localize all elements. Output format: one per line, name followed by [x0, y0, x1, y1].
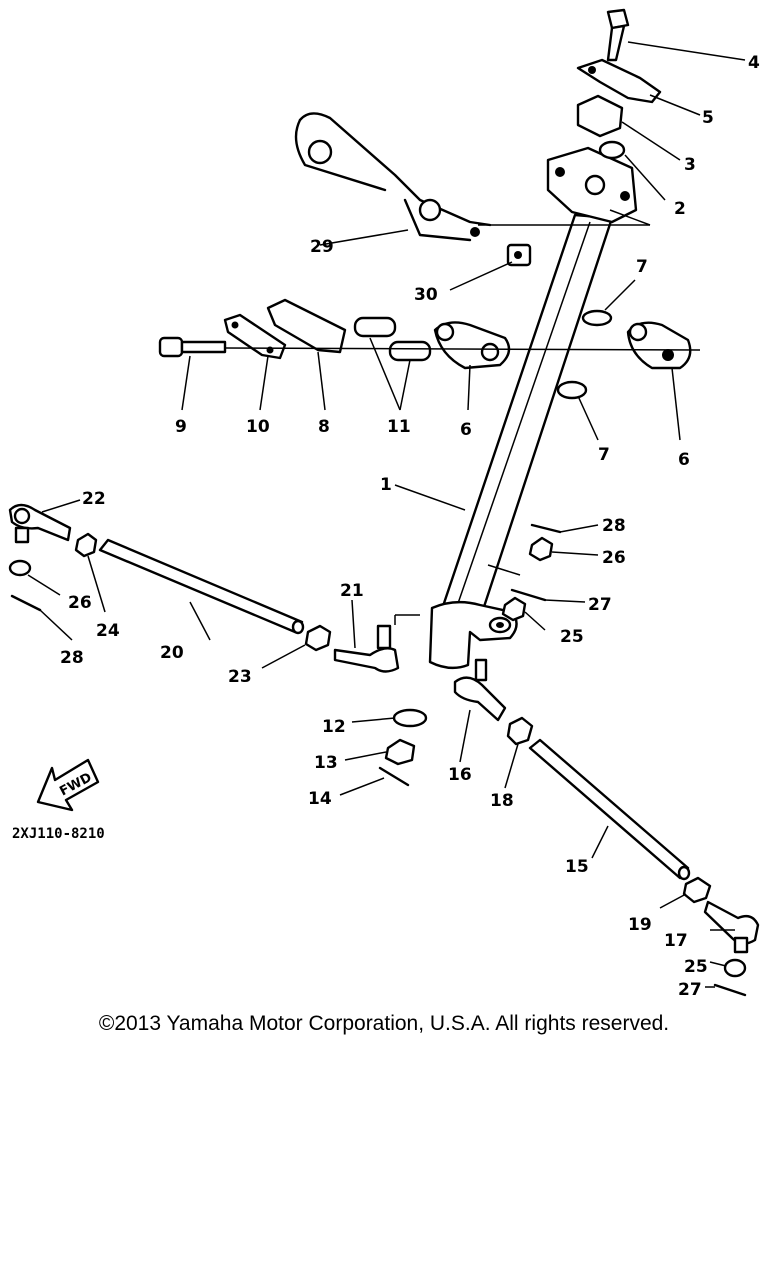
- cotter-pin-27-lower: [713, 983, 747, 997]
- callout-25-lower: 25: [684, 957, 708, 977]
- tie-rod-end-16: [453, 658, 507, 722]
- callout-13: 13: [314, 753, 338, 773]
- callout-7-upper: 7: [636, 257, 648, 277]
- callout-4: 4: [748, 53, 760, 73]
- holder-6-right: [626, 321, 692, 370]
- nut-25-upper: [501, 596, 527, 622]
- cotter-pin-14: [378, 766, 410, 787]
- nut-19: [682, 876, 712, 904]
- nut-25-lower: [723, 958, 747, 978]
- callout-9: 9: [175, 417, 187, 437]
- copyright-notice: ©2013 Yamaha Motor Corporation, U.S.A. A…: [98, 1012, 670, 1035]
- callout-10: 10: [246, 417, 270, 437]
- tie-rod-left: [98, 538, 305, 635]
- callout-16: 16: [448, 765, 472, 785]
- collar-11-b: [388, 340, 432, 362]
- holder-6-left: [433, 321, 511, 370]
- nut-26-right: [528, 536, 554, 562]
- callout-7-lower: 7: [598, 445, 610, 465]
- leader-lines: [27, 41, 746, 988]
- callout-11: 11: [387, 417, 411, 437]
- callout-25-upper: 25: [560, 627, 584, 647]
- callout-26-left: 26: [68, 593, 92, 613]
- callout-28-left: 28: [60, 648, 84, 668]
- callout-2: 2: [674, 199, 686, 219]
- handlebar-holder-cap: [576, 94, 626, 160]
- drawing-code: 2XJ110-8210: [12, 826, 105, 842]
- part-callouts: 1 2 3 4 5 6 6 7 7 8 9 10 11 12 13 14 15 …: [60, 53, 760, 1000]
- assembly-lines: [224, 209, 701, 625]
- callout-18: 18: [490, 791, 514, 811]
- nut-18: [506, 716, 534, 746]
- callout-28-right: 28: [602, 516, 626, 536]
- bolt-top: [606, 8, 630, 62]
- callout-23: 23: [228, 667, 252, 687]
- callout-3: 3: [684, 155, 696, 175]
- callout-8: 8: [318, 417, 330, 437]
- callout-6-left: 6: [460, 420, 472, 440]
- cotter-pin-28-left: [10, 594, 42, 612]
- bolt-9: [158, 336, 227, 358]
- nut-13: [384, 738, 416, 766]
- callout-29: 29: [310, 237, 334, 257]
- plate-8: [266, 298, 347, 354]
- callout-21: 21: [340, 581, 364, 601]
- bolt-30: [506, 243, 532, 267]
- tie-rod-right: [528, 738, 691, 881]
- tie-rod-end-21: [333, 624, 400, 673]
- cotter-pin-28-right: [530, 523, 562, 534]
- callout-30: 30: [414, 285, 438, 305]
- callout-27-lower: 27: [678, 980, 702, 1000]
- callout-20: 20: [160, 643, 184, 663]
- collar-11-a: [353, 316, 397, 338]
- callout-24: 24: [96, 621, 120, 641]
- callout-19: 19: [628, 915, 652, 935]
- callout-12: 12: [322, 717, 346, 737]
- tie-rod-end-22: [8, 503, 72, 544]
- callout-15: 15: [565, 857, 589, 877]
- callout-17: 17: [664, 931, 688, 951]
- callout-14: 14: [308, 789, 332, 809]
- plate-top: [576, 58, 662, 104]
- cable-guide-bracket: [294, 112, 492, 242]
- callout-26-right: 26: [602, 548, 626, 568]
- callout-22: 22: [82, 489, 106, 509]
- washer-7-upper: [581, 309, 613, 327]
- steering-parts-diagram: 1 2 3 4 5 6 6 7 7 8 9 10 11 12 13 14 15 …: [8, 8, 760, 1000]
- nut-26-left: [8, 559, 32, 577]
- washer-12: [392, 708, 428, 728]
- washer-7-lower: [556, 380, 588, 400]
- nut-24: [74, 532, 98, 558]
- callout-6-right: 6: [678, 450, 690, 470]
- callout-1: 1: [380, 475, 392, 495]
- handlebar-holder-lower: [546, 146, 638, 224]
- tie-rod-end-17: [703, 900, 760, 954]
- fwd-arrow: FWD: [36, 758, 100, 812]
- cotter-pin-27-upper: [510, 588, 547, 602]
- callout-5: 5: [702, 108, 714, 128]
- nut-23: [304, 624, 332, 652]
- shaft-lower-arm: [428, 600, 518, 670]
- callout-27-upper: 27: [588, 595, 612, 615]
